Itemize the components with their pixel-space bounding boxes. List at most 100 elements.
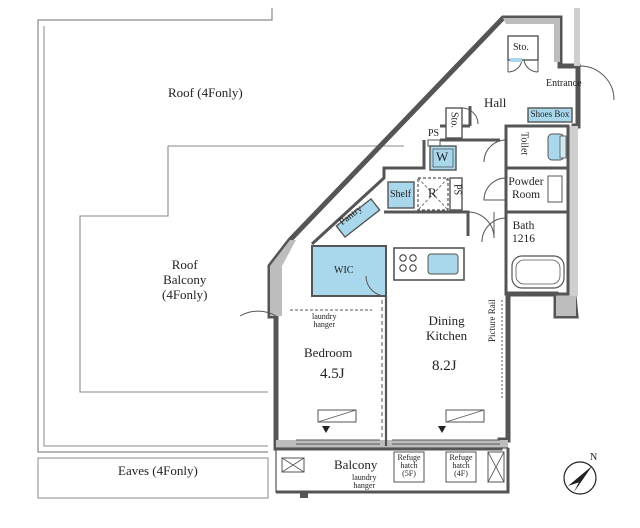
label-refuge-5f-line3: (5F) xyxy=(402,469,416,478)
storage-top xyxy=(507,35,539,61)
stove-burners xyxy=(399,254,417,272)
label-kitchen-line: Kitchen xyxy=(426,327,468,343)
label-balcony-laundry-line1: laundry xyxy=(352,473,377,482)
refrigerator-cross xyxy=(417,177,449,211)
label-entrance: Entrance xyxy=(546,78,582,89)
label-bedroom-size: 4.5J xyxy=(320,366,345,382)
toilet-door xyxy=(483,139,507,163)
ac-marker-dining xyxy=(438,426,446,433)
storage-top-door-2 xyxy=(523,59,539,73)
storage-hall-door xyxy=(461,107,479,125)
pipe-shaft-2 xyxy=(449,177,463,211)
label-bedroom-laundry-hanger: laundry hanger xyxy=(312,313,336,329)
label-picture-rail: Picture Rail xyxy=(487,299,497,342)
label-roof-balcony: Roof Balcony (4Fonly) xyxy=(162,257,208,303)
east-wall-fill xyxy=(556,294,576,316)
east-column xyxy=(568,126,578,296)
label-refrigerator: R xyxy=(428,185,437,200)
toilet-tank xyxy=(559,135,567,159)
shoes-box xyxy=(527,107,573,123)
label-roof-balcony-line1: Roof xyxy=(171,257,198,272)
washer-inner xyxy=(432,148,454,168)
label-roof-4f: Roof (4Fonly) xyxy=(168,85,243,100)
balcony-rail xyxy=(276,448,510,494)
pantry xyxy=(335,197,381,239)
roof-inner-outline xyxy=(43,26,268,447)
label-refuge-4f-line3: (4F) xyxy=(454,469,468,478)
label-roof-balcony-line3: (4Fonly) xyxy=(162,286,208,302)
eaves-outline xyxy=(37,457,269,499)
label-shelf: Shelf xyxy=(390,189,412,200)
bedroom-side-door xyxy=(239,310,277,352)
refrigerator-space xyxy=(417,177,449,211)
powder-sink xyxy=(547,175,563,203)
walk-in-closet xyxy=(311,245,387,297)
label-shoes-box: Shoes Box xyxy=(530,109,570,119)
label-wic: WIC xyxy=(334,265,354,276)
label-dining-kitchen-size: 8.2J xyxy=(432,358,457,374)
roof-balcony-outline xyxy=(79,145,404,393)
label-washer: W xyxy=(436,149,449,164)
kitchen-hall-wall xyxy=(384,210,470,236)
refuge-hatch-4f-box xyxy=(445,451,477,483)
label-storage-top: Sto. xyxy=(513,42,529,53)
entrance-door-swing xyxy=(579,65,615,101)
label-bedroom-laundry-line2: hanger xyxy=(313,320,336,329)
kitchen-sink xyxy=(427,253,459,275)
label-ps-1: PS xyxy=(428,128,440,139)
washer-space xyxy=(429,145,457,171)
powder-door xyxy=(483,177,507,201)
label-storage-hall: Sto. xyxy=(448,112,460,128)
outdoor-unit-right-x xyxy=(487,451,505,483)
label-powder-room: Powder Room xyxy=(507,176,545,202)
bathtub xyxy=(511,255,565,289)
ac-marker-bedroom xyxy=(322,426,330,433)
column-top-right xyxy=(574,8,580,66)
label-dining-kitchen: Dining Kitchen xyxy=(426,313,468,344)
label-hall: Hall xyxy=(484,95,507,110)
window-bedroom xyxy=(296,439,380,445)
bath-door xyxy=(481,217,507,243)
label-refuge-hatch-4f: Refuge hatch (4F) xyxy=(447,454,475,478)
wic-door xyxy=(365,275,387,297)
roof-outline xyxy=(37,8,273,453)
unit-wall-fill xyxy=(503,18,560,62)
label-balcony: Balcony xyxy=(334,457,378,472)
north-compass xyxy=(563,461,597,495)
label-bath: Bath 1216 xyxy=(512,220,535,246)
label-powder-room-line2: Room xyxy=(511,189,541,202)
balcony-post xyxy=(300,492,308,498)
hall-door xyxy=(467,211,495,239)
label-powder-room-line1: Powder xyxy=(508,176,544,188)
label-refuge-4f-line2: hatch xyxy=(452,461,470,470)
shelf xyxy=(387,181,415,209)
label-balcony-laundry-line2: hanger xyxy=(353,481,376,490)
label-balcony-laundry-hanger: laundry hanger xyxy=(352,474,376,490)
label-roof-balcony-line2: Balcony xyxy=(163,271,207,287)
label-compass-north: N xyxy=(590,452,598,463)
label-bedroom: Bedroom xyxy=(304,345,353,360)
label-refuge-4f-line1: Refuge xyxy=(449,453,473,462)
label-dining-line: Dining xyxy=(428,313,465,328)
label-refuge-hatch-5f: Refuge hatch (5F) xyxy=(395,454,423,478)
pantry-wall xyxy=(310,140,426,246)
ac-unit-bedroom-slash xyxy=(317,409,357,423)
label-ps-2: PS xyxy=(451,184,463,196)
storage-hall xyxy=(445,107,463,139)
label-bath-line2: 1216 xyxy=(512,233,535,246)
storage-top-highlight xyxy=(510,58,522,62)
refuge-hatch-5f-box xyxy=(393,451,425,483)
ac-unit-dining-slash xyxy=(445,409,485,423)
outdoor-unit-left-x xyxy=(281,457,305,473)
label-eaves: Eaves (4Fonly) xyxy=(118,463,198,478)
label-bedroom-laundry-line1: laundry xyxy=(312,312,337,321)
pipe-shaft-1 xyxy=(427,139,441,147)
west-wall-fill xyxy=(270,240,296,316)
bath-room xyxy=(504,210,570,296)
label-bath-line1: Bath xyxy=(512,220,535,232)
bathtub-inner xyxy=(515,259,561,285)
label-refuge-5f-line2: hatch xyxy=(400,461,418,470)
label-toilet: Toilet xyxy=(518,132,530,156)
